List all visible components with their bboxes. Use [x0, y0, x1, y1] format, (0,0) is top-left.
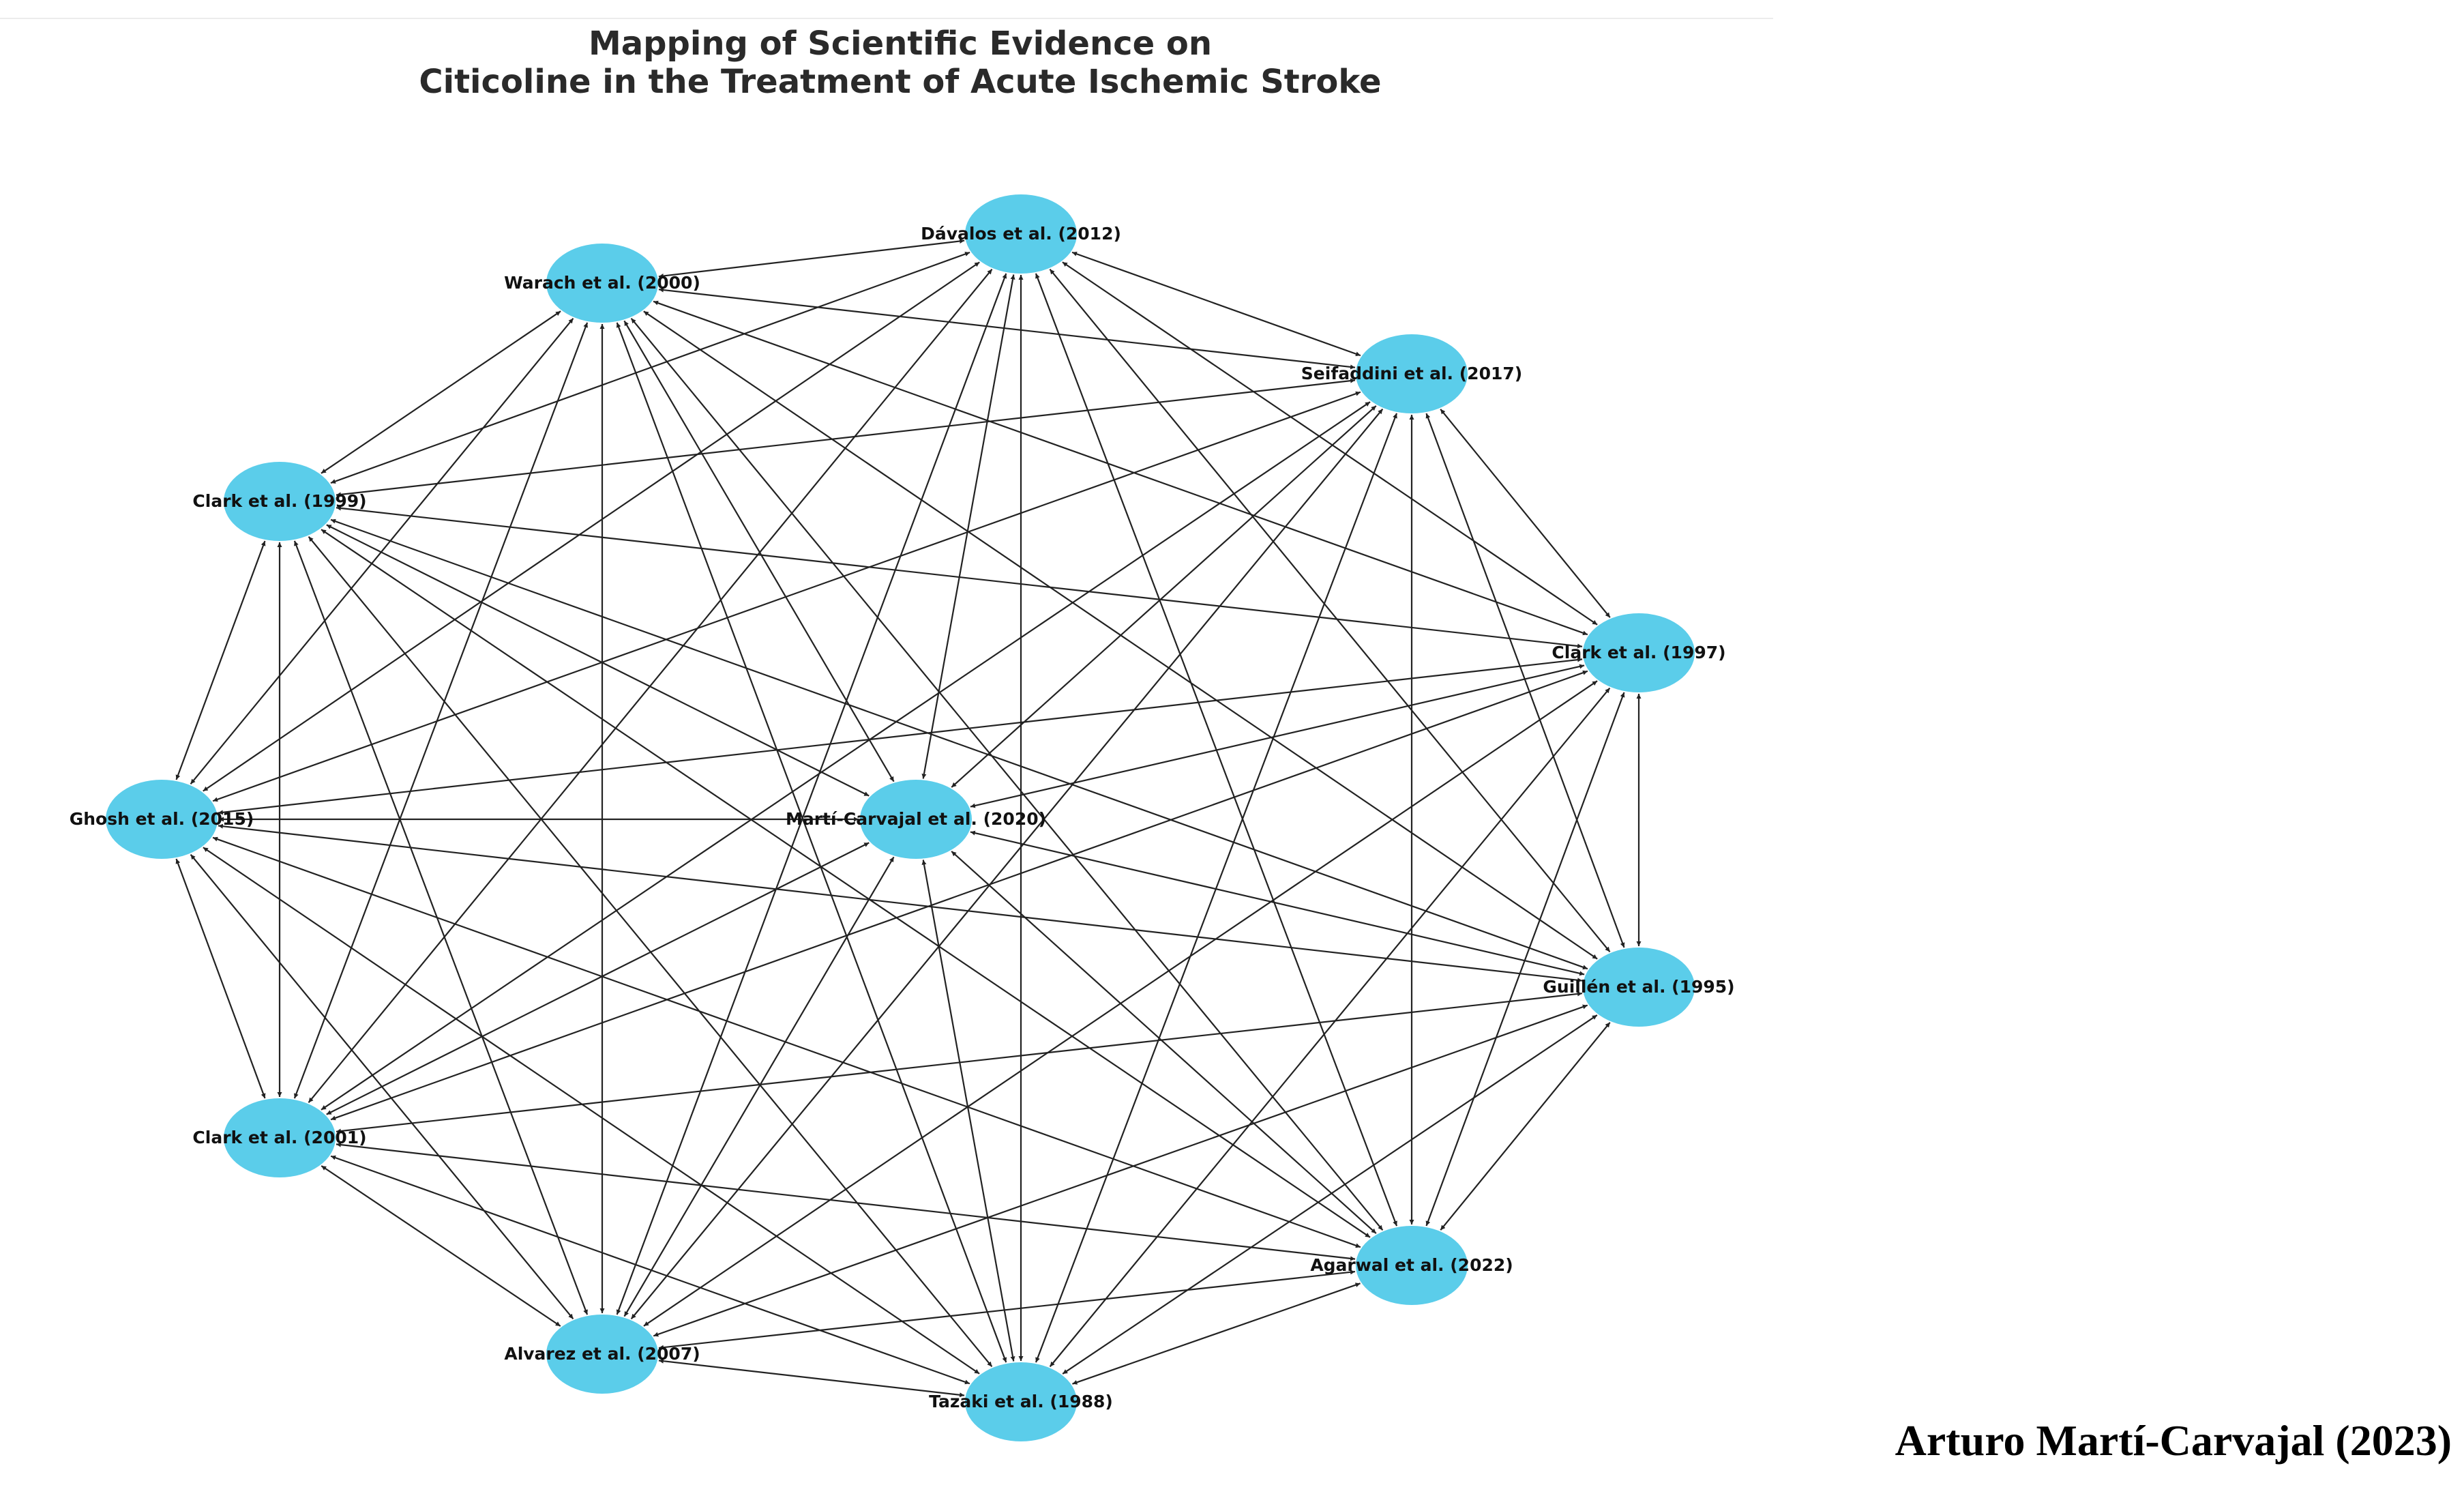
edge-alvarez2007-tazaki1988	[658, 1358, 965, 1398]
node-label: Martí-Carvajal et al. (2020)	[786, 809, 1046, 829]
edge-clark1999-ghosh2015	[175, 540, 266, 780]
edge-marticarvajal2020-tazaki1988	[921, 860, 1015, 1362]
node-circle	[1356, 334, 1468, 413]
edge-clark1999-agarwal2022	[321, 529, 1371, 1238]
node-agarwal2022: Agarwal et al. (2022)	[1310, 1226, 1513, 1305]
edge-warach2000-seifaddini2017	[658, 287, 1356, 370]
edge-ghosh2015-agarwal2022	[212, 836, 1361, 1248]
node-alvarez2007: Alvarez et al. (2007)	[504, 1315, 700, 1394]
node-clark1997: Clark et al. (1997)	[1552, 613, 1726, 692]
edge-marticarvajal2020-guillen1995	[970, 830, 1585, 976]
node-circle	[224, 1098, 336, 1177]
edge-seifaddini2017-tazaki1988	[1035, 413, 1398, 1363]
node-label: Warach et al. (2000)	[504, 273, 700, 293]
edge-seifaddini2017-marticarvajal2020	[951, 405, 1377, 788]
edge-seifaddini2017-alvarez2007	[630, 408, 1384, 1320]
node-circle	[860, 780, 972, 859]
edge-guillen1995-agarwal2022	[1440, 1022, 1611, 1231]
node-label: Dávalos et al. (2012)	[921, 224, 1121, 244]
node-circle	[965, 194, 1077, 274]
edge-seifaddini2017-clark1999	[336, 378, 1356, 497]
edge-seifaddini2017-clark1997	[1440, 409, 1611, 618]
edge-marticarvajal2020-agarwal2022	[951, 851, 1377, 1234]
edge-warach2000-clark1999	[321, 310, 561, 474]
edge-clark2001-alvarez2007	[321, 1165, 561, 1327]
edge-guillen1995-clark2001	[336, 991, 1583, 1134]
node-label: Ghosh et al. (2015)	[70, 809, 254, 829]
node-guillen1995: Guillén et al. (1995)	[1543, 948, 1735, 1027]
node-label: Agarwal et al. (2022)	[1310, 1255, 1513, 1275]
node-davalos2012: Dávalos et al. (2012)	[921, 194, 1121, 274]
node-label: Clark et al. (1999)	[192, 491, 366, 511]
node-circle	[1356, 1226, 1468, 1305]
edge-clark2001-agarwal2022	[336, 1142, 1356, 1261]
author-credit: Arturo Martí-Carvajal (2023)	[1895, 1416, 2452, 1465]
edge-clark1997-agarwal2022	[1425, 692, 1625, 1227]
diagram-title-line-2: Citicoline in the Treatment of Acute Isc…	[419, 63, 1382, 101]
node-ghosh2015: Ghosh et al. (2015)	[70, 780, 254, 859]
edge-seifaddini2017-guillen1995	[1425, 413, 1625, 948]
edge-agarwal2022-tazaki1988	[1072, 1282, 1361, 1385]
node-clark2001: Clark et al. (2001)	[192, 1098, 367, 1177]
node-circle	[1583, 948, 1695, 1027]
graph-edges	[175, 239, 1642, 1398]
diagram-title: Mapping of Scientific Evidence on Citico…	[0, 25, 1800, 101]
graph-nodes: Dávalos et al. (2012) Warach et al. (2000…	[70, 194, 1735, 1441]
edge-warach2000-agarwal2022	[630, 317, 1384, 1231]
node-warach2000: Warach et al. (2000)	[504, 244, 700, 323]
node-label: Seifaddini et al. (2017)	[1301, 364, 1522, 383]
edge-clark1997-clark2001	[330, 670, 1588, 1121]
diagram-title-line-1: Mapping of Scientific Evidence on	[589, 25, 1212, 63]
edge-seifaddini2017-ghosh2015	[212, 391, 1361, 802]
edge-seifaddini2017-clark2001	[321, 401, 1371, 1111]
node-circle	[224, 462, 336, 541]
node-label: Clark et al. (2001)	[192, 1128, 366, 1147]
node-marticarvajal2020: Martí-Carvajal et al. (2020)	[786, 780, 1046, 859]
node-circle	[1583, 613, 1695, 692]
node-circle	[546, 244, 658, 323]
edge-warach2000-ghosh2015	[190, 317, 574, 785]
edge-clark1999-guillen1995	[330, 518, 1588, 970]
node-tazaki1988: Tazaki et al. (1988)	[929, 1362, 1113, 1441]
node-label: Guillén et al. (1995)	[1543, 977, 1734, 997]
node-clark1999: Clark et al. (1999)	[192, 462, 367, 541]
edge-warach2000-clark2001	[293, 322, 589, 1099]
edge-clark1999-clark1997	[336, 505, 1583, 649]
top-divider	[0, 18, 1773, 19]
network-graph: Dávalos et al. (2012) Warach et al. (2000…	[70, 194, 1735, 1441]
edge-clark1999-marticarvajal2020	[326, 524, 870, 797]
edge-clark1999-alvarez2007	[293, 540, 589, 1315]
edge-davalos2012-clark1997	[1062, 261, 1598, 626]
node-seifaddini2017: Seifaddini et al. (2017)	[1301, 334, 1522, 413]
node-label: Alvarez et al. (2007)	[504, 1344, 700, 1364]
edge-ghosh2015-clark2001	[175, 858, 266, 1099]
edge-marticarvajal2020-clark2001	[326, 842, 870, 1115]
node-label: Clark et al. (1997)	[1552, 643, 1725, 662]
node-label: Tazaki et al. (1988)	[929, 1392, 1113, 1411]
node-circle	[546, 1315, 658, 1394]
edge-guillen1995-tazaki1988	[1062, 1014, 1598, 1375]
node-circle	[965, 1362, 1077, 1441]
node-circle	[106, 780, 218, 859]
edge-davalos2012-marticarvajal2020	[921, 274, 1015, 779]
